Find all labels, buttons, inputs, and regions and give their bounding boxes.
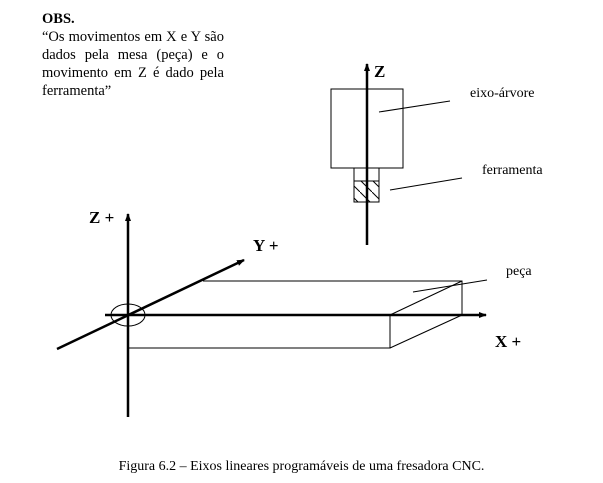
y-plus-label: Y + xyxy=(253,236,279,255)
workpiece-box xyxy=(128,280,463,349)
workpiece-label: peça xyxy=(506,264,532,279)
spindle-label: eixo-árvore xyxy=(470,86,535,101)
y-axis xyxy=(56,258,245,351)
origin-marker xyxy=(110,303,146,327)
observation-note: OBS. “Os movimentos em X e Y são dados p… xyxy=(42,10,224,95)
machine-axes xyxy=(56,213,487,417)
tool-leader xyxy=(389,177,463,191)
note-text: “Os movimentos em X e Y são dados pela m… xyxy=(42,29,224,95)
tool-label: ferramenta xyxy=(482,163,543,178)
note-title: OBS. xyxy=(42,11,75,27)
z-plus-label: Z + xyxy=(89,208,115,227)
workpiece xyxy=(128,279,488,349)
workpiece-leader xyxy=(412,279,488,293)
figure-caption: Figura 6.2 – Eixos lineares programáveis… xyxy=(118,459,485,474)
spindle-leader xyxy=(378,100,451,113)
spindle-z-label: Z xyxy=(374,62,386,81)
x-plus-label: X + xyxy=(495,332,522,351)
spindle-assembly xyxy=(330,63,463,245)
